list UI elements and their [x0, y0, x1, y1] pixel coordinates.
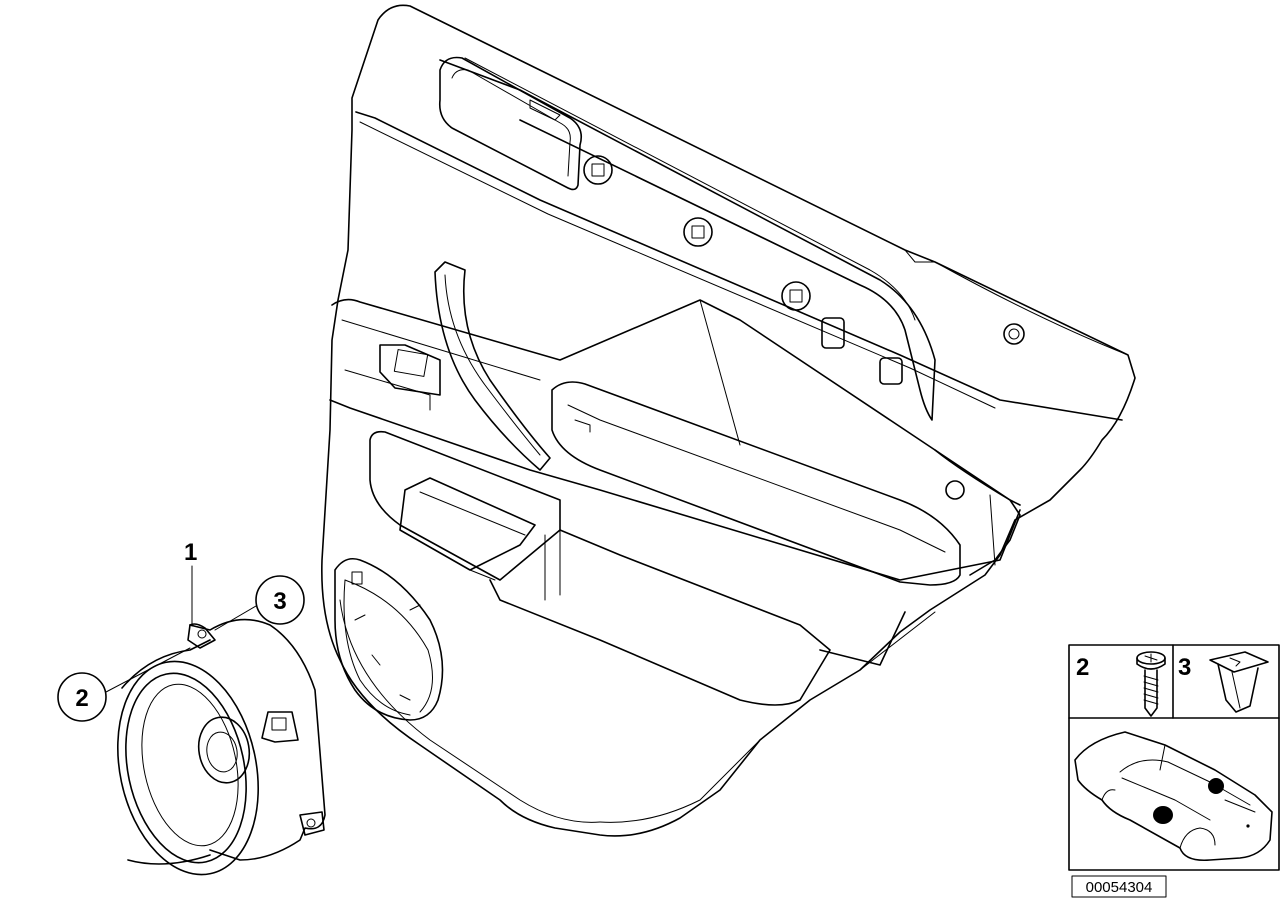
reference-frame: [1071, 875, 1167, 898]
callout-3-label: 3: [273, 588, 286, 615]
leader-line: [214, 605, 257, 631]
fastener-holes: [583, 155, 1025, 500]
callout-circle: [255, 575, 305, 625]
car-speaker-location-icon: [1074, 731, 1273, 862]
callout-circle: [57, 672, 107, 722]
reference-number-text: 00054304: [1086, 879, 1153, 896]
clip-nut-icon: [1209, 651, 1269, 713]
callout-1[interactable]: 1: [184, 539, 197, 627]
callout-2-label: 2: [75, 685, 88, 712]
legend-item-2-label: 2: [1076, 654, 1089, 681]
screw-icon: [1136, 651, 1166, 717]
legend-frame: [1068, 644, 1280, 871]
callout-3[interactable]: 3: [214, 575, 305, 631]
reference-number: 00054304: [1071, 875, 1167, 898]
callout-1-label: 1: [184, 539, 197, 566]
legend-item-2[interactable]: 2: [1076, 651, 1166, 717]
leader-line: [105, 647, 191, 693]
hardware-legend: 2 3: [1068, 644, 1280, 871]
legend-item-3[interactable]: 3: [1178, 651, 1269, 713]
speaker-assembly: [116, 618, 326, 876]
legend-item-3-label: 3: [1178, 654, 1191, 681]
callout-2[interactable]: 2: [57, 647, 191, 722]
door-trim-panel: [321, 4, 1136, 837]
